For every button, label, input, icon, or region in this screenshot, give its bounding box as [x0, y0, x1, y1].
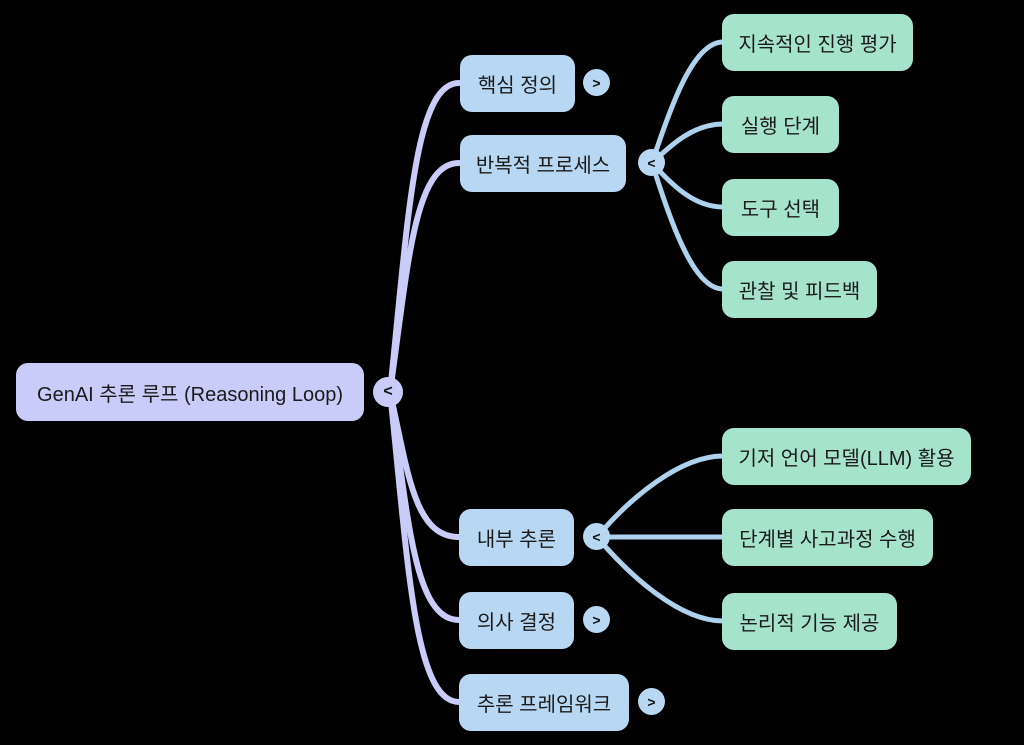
branch-node-reasoning-framework[interactable]: 추론 프레임워크	[459, 674, 629, 731]
leaf-node-execution-step[interactable]: 실행 단계	[722, 96, 839, 153]
leaf-node-stepwise-thinking[interactable]: 단계별 사고과정 수행	[722, 509, 933, 566]
collapse-chevron-icon: <	[647, 154, 656, 171]
branch-toggle-decision-making[interactable]: >	[583, 606, 610, 633]
link-root-to-branch-0	[387, 80, 462, 395]
branch-node-decision-making[interactable]: 의사 결정	[459, 592, 574, 649]
collapse-chevron-icon: <	[383, 383, 393, 400]
link-branch-2-to-leaf-2	[594, 534, 726, 624]
branch-node-core-definition[interactable]: 핵심 정의	[460, 55, 575, 112]
leaf-node-label: 단계별 사고과정 수행	[739, 529, 916, 551]
leaf-node-label: 논리적 기능 제공	[739, 613, 880, 635]
leaf-node-label: 지속적인 진행 평가	[738, 34, 897, 56]
link-branch-2-to-leaf-0	[594, 453, 726, 540]
collapse-chevron-icon: <	[592, 528, 601, 545]
leaf-node-logical-function[interactable]: 논리적 기능 제공	[722, 593, 897, 650]
root-node[interactable]: GenAI 추론 루프 (Reasoning Loop)	[16, 363, 364, 421]
link-root-to-branch-4	[387, 389, 462, 705]
branch-node-label: 의사 결정	[476, 612, 557, 634]
branch-toggle-core-definition[interactable]: >	[583, 69, 610, 96]
branch-node-label: 내부 추론	[476, 529, 557, 551]
leaf-node-observation-feedback[interactable]: 관찰 및 피드백	[722, 261, 877, 318]
leaf-node-continuous-progress-evaluation[interactable]: 지속적인 진행 평가	[722, 14, 913, 71]
branch-toggle-iterative-process[interactable]: <	[638, 149, 665, 176]
expand-chevron-icon: >	[647, 693, 656, 710]
leaf-node-label: 도구 선택	[740, 199, 821, 221]
link-branch-1-to-leaf-0	[649, 39, 726, 166]
branch-toggle-internal-reasoning[interactable]: <	[583, 523, 610, 550]
leaf-node-label: 관찰 및 피드백	[738, 281, 861, 303]
branch-node-label: 반복적 프로세스	[475, 155, 611, 177]
branch-node-iterative-process[interactable]: 반복적 프로세스	[460, 135, 626, 192]
link-root-to-branch-1	[387, 160, 462, 395]
leaf-node-label: 실행 단계	[740, 116, 821, 138]
root-toggle-button[interactable]: <	[373, 377, 403, 407]
leaf-node-tool-selection[interactable]: 도구 선택	[722, 179, 839, 236]
branch-node-label: 추론 프레임워크	[476, 694, 612, 716]
branch-node-label: 핵심 정의	[477, 75, 558, 97]
leaf-node-llm-utilization[interactable]: 기저 언어 모델(LLM) 활용	[722, 428, 971, 485]
link-branch-1-to-leaf-3	[649, 160, 726, 292]
expand-chevron-icon: >	[592, 74, 601, 91]
branch-node-internal-reasoning[interactable]: 내부 추론	[459, 509, 574, 566]
root-node-label: GenAI 추론 루프 (Reasoning Loop)	[37, 383, 343, 406]
branch-toggle-reasoning-framework[interactable]: >	[638, 688, 665, 715]
leaf-node-label: 기저 언어 모델(LLM) 활용	[738, 448, 955, 470]
expand-chevron-icon: >	[592, 611, 601, 628]
